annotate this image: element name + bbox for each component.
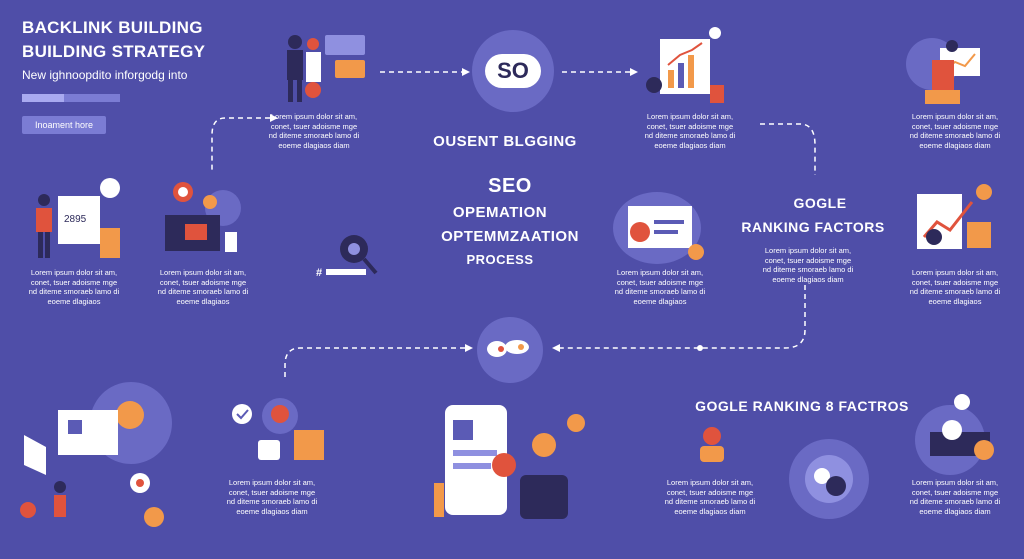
gear-icon: # <box>312 225 392 285</box>
process-line3: OPTEMMZAATION <box>441 228 579 245</box>
process-line4: PROCESS <box>466 252 534 267</box>
content-blogging-title: OUSENT BLGGING <box>433 133 577 150</box>
svg-text:2895: 2895 <box>64 214 87 225</box>
progress-bar <box>22 94 120 102</box>
analytics-board-illustration <box>640 25 735 105</box>
header-title-line1: BACKLINK BUILDING <box>22 18 203 37</box>
paragraph-11: Lorem ipsum dolor sit am,conet, tsuer ad… <box>909 478 1001 516</box>
social-illustration <box>228 400 328 470</box>
header-subtitle: New ighnoopdito inforgodg into <box>22 68 188 82</box>
header-title-line2: BUILDING STRATEGY <box>22 42 206 61</box>
paragraph-9: Lorem ipsum dolor sit am,conet, tsuer ad… <box>226 478 318 516</box>
paragraph-7: Lorem ipsum dolor sit am,conet, tsuer ad… <box>762 246 854 284</box>
location-illustration <box>922 392 1002 472</box>
ranking-title-line1: GOGLE <box>793 195 847 211</box>
paragraph-2: Lorem ipsum dolor sit am,conet, tsuer ad… <box>644 112 736 150</box>
phone-illustration <box>420 395 600 530</box>
process-line2: OPEMATION <box>452 204 548 221</box>
seo-title: SEO <box>488 175 532 197</box>
paragraph-8: Lorem ipsum dolor sit am,conet, tsuer ad… <box>909 268 1001 306</box>
team-illustration <box>275 30 375 105</box>
report-illustration: 2895 <box>30 178 125 263</box>
hashtag-label: # <box>316 267 322 279</box>
seo-badge-label: SO <box>497 58 529 83</box>
monitor-illustration <box>618 200 708 265</box>
ranking-title-line2: RANKING FACTORS <box>741 219 885 235</box>
presenter-illustration <box>910 40 1000 106</box>
marketing-illustration <box>18 395 168 530</box>
user-location-icon <box>690 424 734 464</box>
paragraph-4: Lorem ipsum dolor sit am,conet, tsuer ad… <box>28 268 120 306</box>
learn-more-button[interactable]: Inoament hore <box>22 116 106 134</box>
progress-fill <box>22 94 64 102</box>
paragraph-3: Lorem ipsum dolor sit am,conet, tsuer ad… <box>909 112 1001 150</box>
world-map-circle <box>477 317 543 383</box>
paragraph-5: Lorem ipsum dolor sit am,conet, tsuer ad… <box>157 268 249 306</box>
ranking8-title: GOGLE RANKING 8 FACTROS <box>695 398 909 414</box>
seo-badge-circle: SO <box>472 30 554 112</box>
paragraph-10: Lorem ipsum dolor sit am,conet, tsuer ad… <box>664 478 756 516</box>
paragraph-6: Lorem ipsum dolor sit am,conet, tsuer ad… <box>614 268 706 306</box>
settings-gear-icon <box>782 432 877 527</box>
paragraph-1: Lorem ipsum dolor sit am,conet, tsuer ad… <box>268 112 360 150</box>
growth-chart-illustration <box>912 182 1002 262</box>
world-map-icon <box>487 340 529 357</box>
desk-illustration <box>155 180 250 260</box>
